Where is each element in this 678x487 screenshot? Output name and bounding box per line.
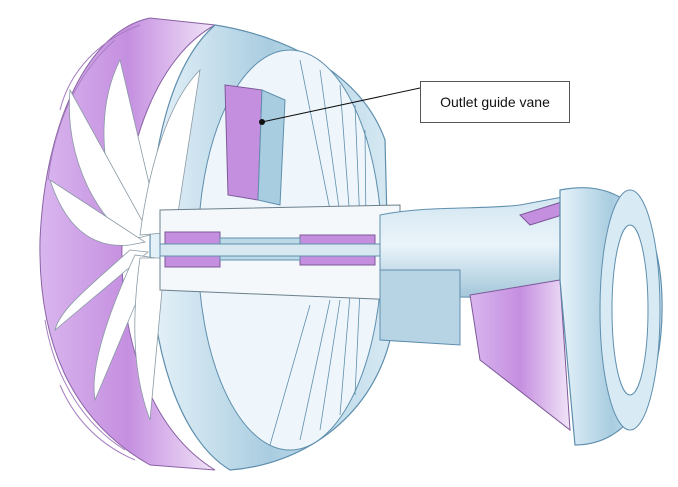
exhaust-nozzle bbox=[469, 187, 663, 446]
outlet-guide-vane bbox=[224, 84, 286, 206]
outlet-guide-vane-callout: Outlet guide vane bbox=[420, 81, 570, 123]
fan-blades bbox=[49, 58, 201, 421]
callout-label: Outlet guide vane bbox=[440, 94, 550, 110]
callout-leader-dot bbox=[259, 119, 265, 125]
stator-vanes bbox=[269, 59, 367, 446]
callout-leader-line bbox=[261, 87, 421, 123]
